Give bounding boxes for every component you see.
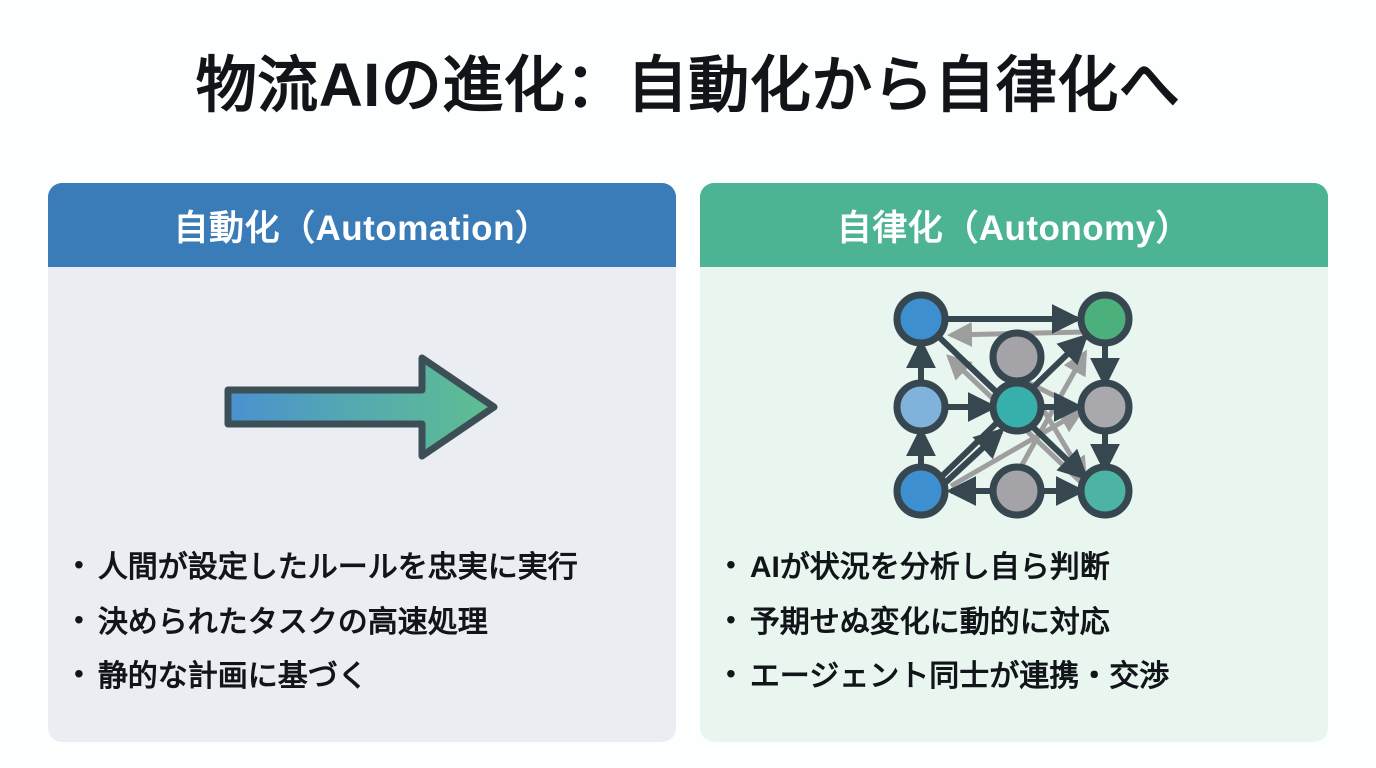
network-node-hidden-3 — [989, 463, 1045, 519]
arrow-right-icon — [224, 354, 498, 460]
network-node-hidden-2 — [989, 379, 1045, 435]
list-item-label: 決められたタスクの高速処理 — [97, 605, 488, 639]
list-item-label: 予期せぬ変化に動的に対応 — [749, 605, 1110, 639]
list-item: • 決められたタスクの高速処理 — [74, 603, 676, 641]
page-title: 物流AIの進化：自動化から自律化へ — [195, 51, 1181, 119]
network-node-output-2 — [1077, 379, 1133, 435]
card-autonomy-visual — [700, 267, 1328, 547]
list-item-label: 静的な計画に基づく — [97, 660, 368, 693]
list-item: • 人間が設定したルールを忠実に実行 — [74, 551, 676, 586]
list-item: • エージェント同士が連携・交渉 — [726, 660, 1328, 695]
list-item: • 予期せぬ変化に動的に対応 — [726, 603, 1328, 641]
network-node-input-1 — [893, 291, 949, 347]
list-item: • 静的な計画に基づく — [74, 660, 676, 695]
bullet-marker-icon: • — [726, 603, 736, 635]
bullet-marker-icon: • — [74, 603, 84, 635]
card-automation-header: 自動化（Automation） — [48, 183, 676, 267]
list-item-label: 人間が設定したルールを忠実に実行 — [97, 551, 578, 584]
bullet-marker-icon: • — [74, 549, 84, 580]
list-item: • AIが状況を分析し自ら判断 — [726, 551, 1328, 586]
bullet-marker-icon: • — [726, 658, 736, 689]
network-node-input-2 — [893, 379, 949, 435]
bullet-marker-icon: • — [726, 549, 736, 580]
list-item-label: AIが状況を分析し自ら判断 — [749, 551, 1110, 584]
network-node-output-3 — [1077, 463, 1133, 519]
card-automation: 自動化（Automation） • 人間が設定し — [48, 183, 676, 742]
list-item-label: エージェント同士が連携・交渉 — [749, 660, 1170, 693]
bullet-marker-icon: • — [74, 658, 84, 689]
neural-network-icon — [893, 291, 1133, 519]
card-automation-visual — [48, 267, 676, 547]
network-node-hidden-1 — [989, 329, 1045, 385]
network-node-input-3 — [893, 463, 949, 519]
network-node-output-1 — [1077, 291, 1133, 347]
card-autonomy: 自律化（Autonomy） — [700, 183, 1328, 742]
card-automation-bullet-list: • 人間が設定したルールを忠実に実行 • 決められたタスクの高速処理 • 静的な… — [48, 547, 676, 742]
card-autonomy-bullet-list: • AIが状況を分析し自ら判断 • 予期せぬ変化に動的に対応 • エージェント同… — [700, 547, 1328, 742]
card-autonomy-header: 自律化（Autonomy） — [700, 183, 1328, 267]
